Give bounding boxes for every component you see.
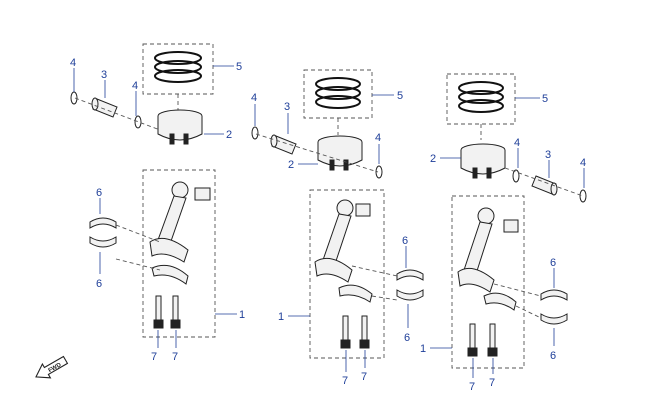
- callout-5: 5: [542, 93, 548, 105]
- piston: [157, 109, 203, 145]
- bearing-shell: [540, 313, 568, 325]
- piston: [460, 143, 506, 179]
- small-end-bushing: [194, 187, 211, 201]
- bearing-shell: [396, 269, 424, 281]
- callout-2: 2: [226, 129, 232, 141]
- circlip: [134, 115, 142, 129]
- assembly-left: [70, 43, 216, 338]
- circlip: [375, 165, 383, 179]
- callout-7: 7: [172, 351, 178, 363]
- callout-6: 6: [550, 257, 556, 269]
- rod-cap: [338, 284, 373, 303]
- connecting-rod: [457, 207, 495, 293]
- circlip: [512, 169, 520, 183]
- callout-2: 2: [430, 153, 436, 165]
- bearing-shell: [89, 236, 117, 248]
- rod-bolt: [340, 315, 351, 349]
- callout-1: 1: [239, 309, 245, 321]
- assembly-right: [446, 73, 587, 369]
- piston-rings: [458, 81, 504, 113]
- circlip: [251, 126, 259, 140]
- piston-rings: [315, 77, 361, 109]
- circlip: [579, 189, 587, 203]
- rod-bolt: [487, 323, 498, 357]
- callout-4: 4: [251, 92, 257, 104]
- bearing-shell: [89, 217, 117, 229]
- piston-pin: [91, 97, 118, 118]
- callout-3: 3: [284, 101, 290, 113]
- small-end-bushing: [503, 219, 519, 233]
- callout-4: 4: [514, 137, 520, 149]
- callout-6: 6: [402, 235, 408, 247]
- callout-7: 7: [361, 371, 367, 383]
- bearing-shell: [540, 289, 568, 301]
- rod-bolt: [170, 295, 181, 329]
- rod-cap: [151, 264, 189, 285]
- callout-4: 4: [580, 157, 586, 169]
- bearing-shell: [396, 289, 424, 301]
- piston-pin: [531, 175, 558, 196]
- callout-3: 3: [101, 69, 107, 81]
- front-direction-arrow-icon: FWD: [35, 355, 69, 379]
- piston-pin: [270, 134, 297, 155]
- callout-6: 6: [96, 187, 102, 199]
- rod-bolt: [153, 295, 164, 329]
- rod-bolt: [467, 323, 478, 357]
- callout-6: 6: [404, 332, 410, 344]
- connecting-rod: [149, 181, 189, 263]
- callout-5: 5: [397, 90, 403, 102]
- callout-4: 4: [70, 57, 76, 69]
- rod-cap: [483, 292, 517, 311]
- callout-6: 6: [550, 350, 556, 362]
- callout-1: 1: [278, 311, 284, 323]
- callout-5: 5: [236, 61, 242, 73]
- callout-7: 7: [489, 377, 495, 389]
- callout-3: 3: [545, 149, 551, 161]
- callout-2: 2: [288, 159, 294, 171]
- callout-6: 6: [96, 278, 102, 290]
- callout-7: 7: [469, 381, 475, 393]
- callout-7: 7: [342, 375, 348, 387]
- callout-4: 4: [375, 132, 381, 144]
- callout-1: 1: [420, 343, 426, 355]
- assembly-middle: [251, 69, 424, 359]
- callout-4: 4: [132, 80, 138, 92]
- connecting-rod: [314, 199, 354, 283]
- callout-7: 7: [151, 351, 157, 363]
- small-end-bushing: [355, 203, 371, 217]
- piston-rings: [154, 51, 202, 83]
- rod-bolt: [359, 315, 370, 349]
- piston: [317, 135, 363, 171]
